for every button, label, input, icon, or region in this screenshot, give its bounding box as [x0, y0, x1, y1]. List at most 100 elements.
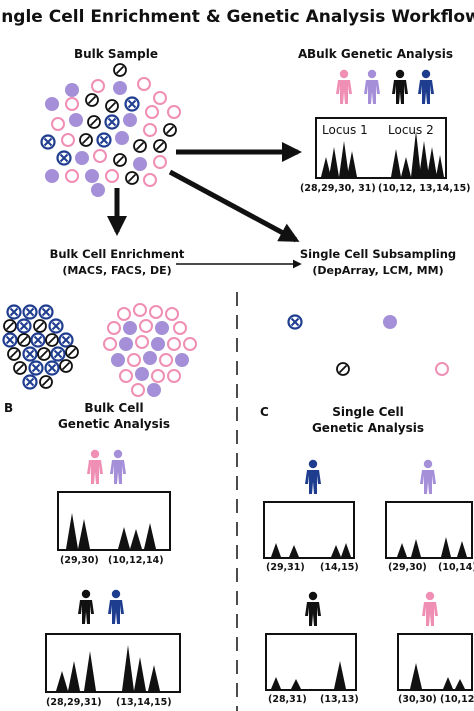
- cell-navy: [50, 346, 66, 362]
- cell-purple: [135, 367, 149, 381]
- cell-pink: [145, 105, 159, 119]
- subsampling-label: Single Cell Subsampling: [300, 247, 456, 261]
- person-icon: [392, 69, 408, 104]
- cell-purple: [115, 131, 129, 145]
- cell-black: [85, 93, 99, 107]
- cell-pink: [105, 169, 119, 183]
- cell-navy: [6, 304, 22, 320]
- cell-purple: [91, 183, 105, 197]
- person-icon: [87, 449, 103, 484]
- panel-b-heading-line-1: Bulk Cell: [84, 401, 143, 415]
- person-icon: [336, 69, 352, 104]
- cell-black: [105, 99, 119, 113]
- person-icon: [418, 69, 434, 104]
- peak: [455, 679, 465, 689]
- cell-black: [37, 347, 51, 361]
- peak: [66, 513, 78, 549]
- cell-pink: [143, 173, 157, 187]
- single-cell-black: [336, 362, 350, 376]
- panel-a-alleles-locus-2: (10,12, 13,14,15): [378, 183, 471, 194]
- peak: [84, 651, 96, 691]
- peak: [411, 131, 421, 177]
- panel-b-chart-1-alleles-2: (10,12,14): [108, 555, 164, 566]
- cell-pink: [159, 353, 173, 367]
- panel-c-chart-3-alleles-1: (28,31): [268, 694, 307, 705]
- panel-b-chart-1-peaks: [66, 513, 156, 549]
- bulk-sample-cluster: [40, 63, 181, 197]
- panel-c-chart-1-box: [263, 501, 355, 559]
- peak: [289, 545, 299, 557]
- peak: [144, 523, 156, 549]
- cell-navy: [16, 318, 32, 334]
- peak: [401, 157, 411, 177]
- cell-navy: [124, 96, 140, 112]
- peak: [339, 141, 349, 177]
- cell-purple: [45, 169, 59, 183]
- cell-purple: [113, 81, 127, 95]
- single-cell-purple: [383, 315, 397, 329]
- cell-navy: [22, 304, 38, 320]
- panel-c-chart-3-peaks: [271, 661, 346, 689]
- peak: [341, 543, 351, 557]
- cell-pink: [103, 337, 117, 351]
- peak: [419, 141, 429, 177]
- panel-c-chart-2-alleles-1: (29,30): [388, 562, 427, 573]
- cell-navy: [96, 132, 112, 148]
- cell-purple: [175, 353, 189, 367]
- cell-pink: [167, 369, 181, 383]
- cell-navy: [2, 332, 18, 348]
- panel-c-chart-3-alleles-2: (13,13): [320, 694, 359, 705]
- cell-black: [17, 333, 31, 347]
- cell-black: [113, 153, 127, 167]
- cell-navy: [22, 374, 38, 390]
- panel-c-chart-2-box: [385, 501, 473, 559]
- enriched-cluster-right: [103, 303, 197, 397]
- cell-pink: [51, 117, 65, 131]
- peak: [130, 529, 142, 549]
- panel-c-heading-line-2: Genetic Analysis: [312, 421, 424, 435]
- person-icon: [364, 69, 380, 104]
- cell-pink: [167, 105, 181, 119]
- panel-b-letter: B: [4, 401, 13, 415]
- peak: [329, 147, 339, 177]
- peak: [291, 679, 301, 689]
- cell-pink: [133, 303, 147, 317]
- peak: [56, 671, 68, 691]
- cell-purple: [151, 337, 165, 351]
- cell-pink: [165, 307, 179, 321]
- panel-c-chart-1-alleles-1: (29,31): [266, 562, 305, 573]
- cell-black: [65, 345, 79, 359]
- bulk-sample-label: Bulk Sample: [74, 47, 158, 61]
- cell-purple: [123, 113, 137, 127]
- locus-1-label: Locus 1: [322, 123, 368, 137]
- peak: [441, 537, 451, 557]
- cell-black: [153, 139, 167, 153]
- cell-black: [113, 63, 127, 77]
- cell-black: [45, 333, 59, 347]
- arrow-to-subsampling: [168, 169, 300, 243]
- cell-pink: [119, 369, 133, 383]
- locus-2-label: Locus 2: [388, 123, 434, 137]
- cell-pink: [91, 79, 105, 93]
- cell-black: [163, 123, 177, 137]
- peak: [68, 661, 80, 691]
- person-icon: [305, 459, 321, 494]
- cell-purple: [111, 353, 125, 367]
- cell-pink: [167, 337, 181, 351]
- panel-c-chart-4-alleles-2: (10,12): [440, 694, 474, 705]
- cell-pink: [65, 169, 79, 183]
- cell-pink: [117, 307, 131, 321]
- person-icon: [108, 589, 124, 624]
- panel-c-chart-2-peaks: [397, 537, 467, 557]
- cell-navy: [30, 332, 46, 348]
- peak: [347, 151, 357, 177]
- subsampling-methods: (DepArray, LCM, MM): [312, 264, 443, 277]
- cell-purple: [85, 169, 99, 183]
- panel-b-chart-2-alleles-2: (13,14,15): [116, 697, 172, 708]
- person-icon: [422, 591, 438, 626]
- cell-black: [33, 319, 47, 333]
- cell-purple: [69, 113, 83, 127]
- cell-pink: [153, 155, 167, 169]
- cell-navy: [58, 332, 74, 348]
